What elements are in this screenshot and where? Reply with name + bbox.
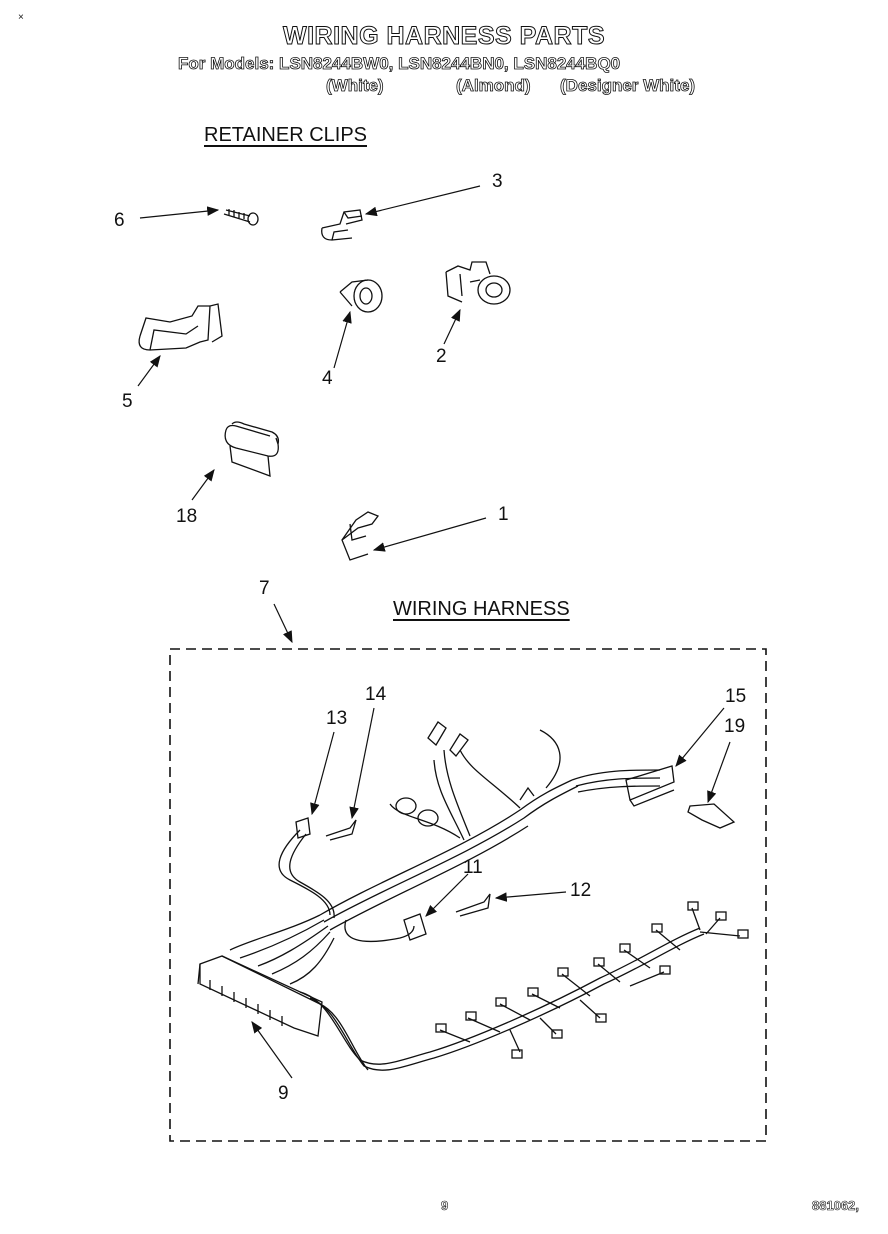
terminal-part-19 — [687, 803, 736, 829]
connector-part-9 — [197, 914, 705, 1071]
callout-13: 13 — [326, 708, 348, 729]
callout-9: 9 — [278, 1083, 289, 1104]
terminal-part-14 — [325, 819, 357, 841]
terminal-part-12 — [455, 893, 491, 917]
callout-14: 14 — [365, 684, 387, 705]
screw-part-6 — [223, 209, 259, 226]
callout-2: 2 — [436, 346, 447, 367]
bracket-part-1 — [341, 511, 380, 561]
color-white: (White) — [326, 76, 384, 96]
callout-12: 12 — [570, 880, 592, 901]
color-almond: (Almond) — [456, 76, 531, 96]
page-number: 9 — [441, 1198, 449, 1214]
callout-15: 15 — [725, 686, 747, 707]
branch-terminals — [435, 901, 749, 1059]
callout-4: 4 — [322, 368, 333, 389]
harness-boundary — [169, 648, 767, 1142]
clip-part-3 — [321, 209, 363, 241]
leader-lines — [137, 185, 731, 1079]
section-wiring-harness: WIRING HARNESS — [393, 598, 570, 620]
callout-7: 7 — [259, 578, 270, 599]
sleeve-part-18 — [224, 421, 280, 477]
clip-part-2 — [445, 261, 511, 305]
section-retainer-clips: RETAINER CLIPS — [204, 124, 367, 146]
callout-3: 3 — [492, 171, 503, 192]
page-title: WIRING HARNESS PARTS — [282, 22, 606, 51]
corner-mark: × — [18, 12, 24, 23]
document-code: 881062, — [812, 1198, 860, 1214]
clip-part-4 — [339, 279, 383, 313]
harness-trunk — [319, 721, 675, 931]
callout-11: 11 — [463, 857, 483, 878]
models-line: For Models: LSN8244BW0, LSN8244BN0, LSN8… — [178, 54, 621, 74]
callout-18: 18 — [176, 506, 198, 527]
callout-5: 5 — [122, 391, 133, 412]
callout-6: 6 — [114, 210, 125, 231]
color-designer-white: (Designer White) — [560, 76, 696, 96]
callout-19: 19 — [724, 716, 746, 737]
callout-1: 1 — [498, 504, 509, 525]
harness-loop — [278, 817, 427, 943]
clip-part-5 — [138, 303, 223, 351]
